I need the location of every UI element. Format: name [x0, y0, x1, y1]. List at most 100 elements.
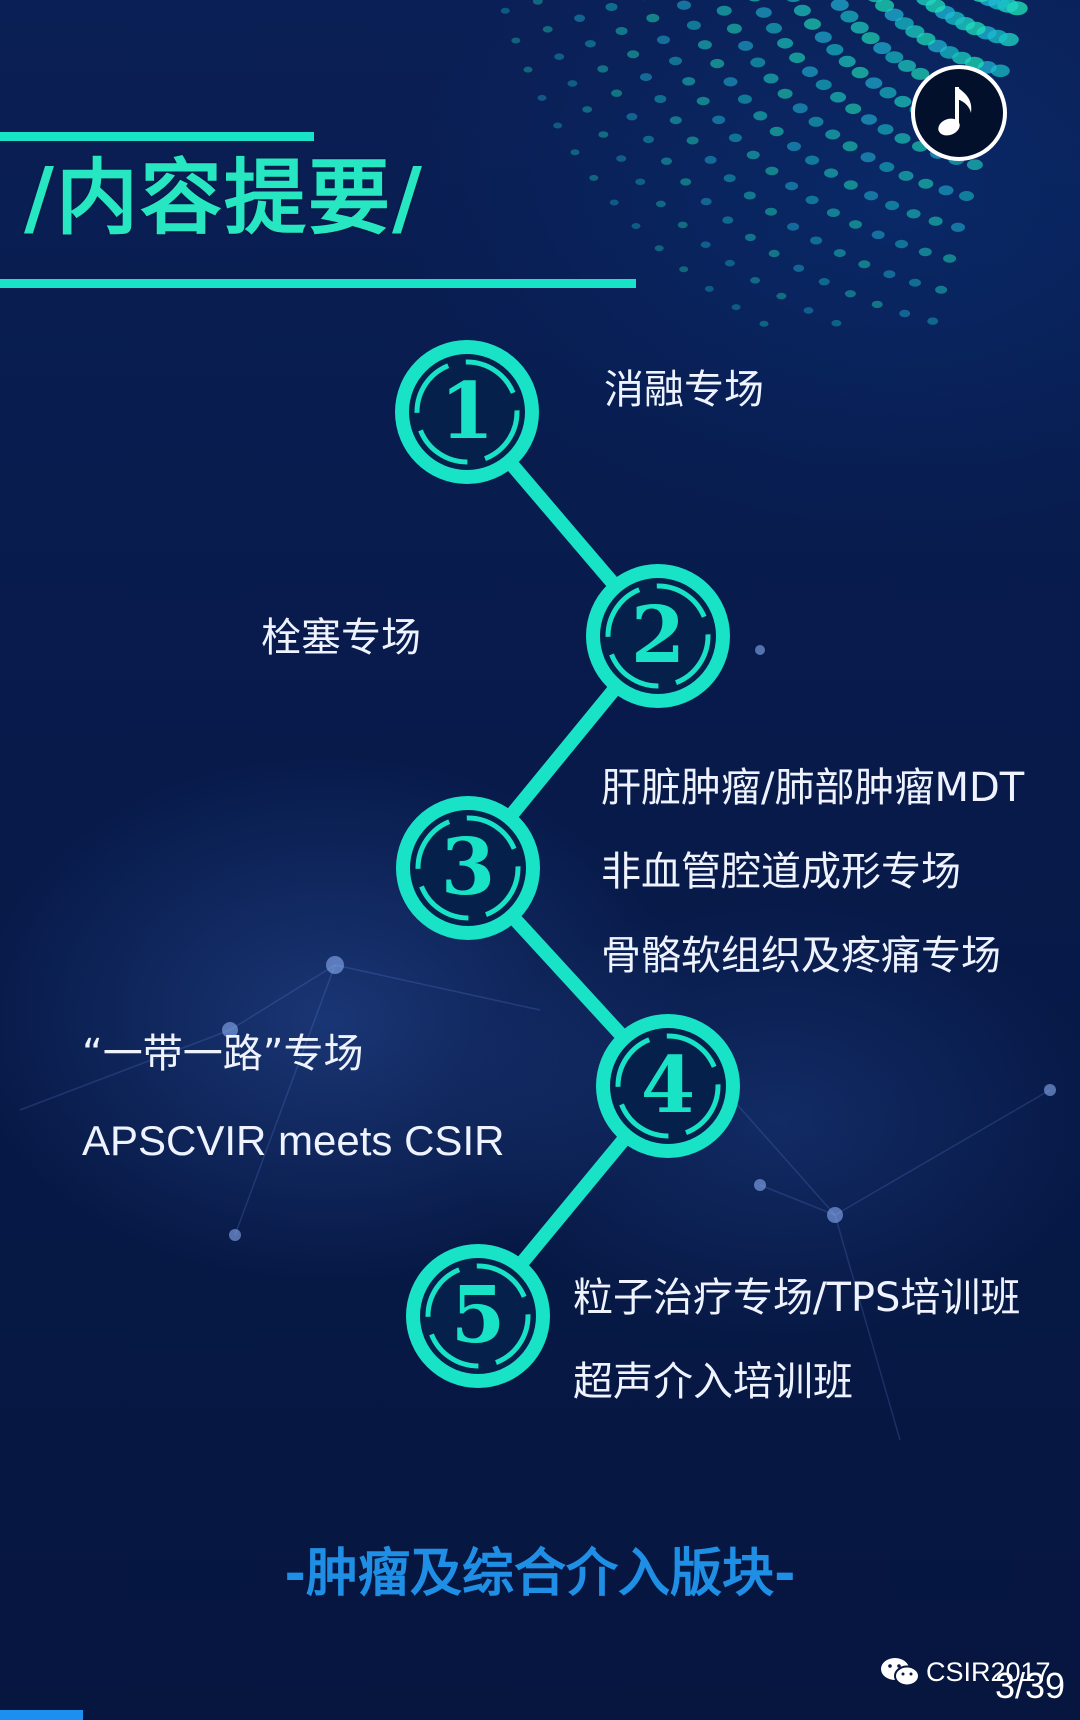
decoration-dot — [868, 0, 883, 3]
node-number-2: 2 — [631, 590, 685, 681]
account-name: CSIR2017 — [926, 1656, 1051, 1687]
decoration-dot — [532, 0, 543, 5]
music-toggle-button[interactable] — [911, 65, 1007, 161]
decoration-dot — [943, 254, 957, 263]
decoration-dot — [849, 220, 862, 229]
decoration-dot — [611, 89, 623, 97]
decoration-dot — [626, 113, 638, 121]
decoration-dot — [928, 216, 943, 226]
timeline-node-5: 5 — [398, 1236, 558, 1400]
decoration-dot — [724, 259, 735, 267]
decoration-dot — [825, 129, 841, 140]
decoration-dot — [567, 80, 578, 87]
decoration-dot — [750, 277, 761, 284]
decoration-dot — [830, 91, 847, 103]
item-3-line-1: 肝脏肿瘤/肺部肿瘤MDT — [601, 765, 1025, 811]
decoration-dot — [873, 42, 892, 55]
decoration-dot — [728, 133, 742, 143]
timeline-node-4: 4 — [588, 1006, 748, 1170]
decoration-dot — [894, 95, 912, 108]
decoration-dot — [864, 191, 879, 201]
decoration-dot — [704, 155, 717, 164]
decoration-dot — [871, 230, 885, 240]
decoration-dot — [768, 249, 780, 258]
decoration-dot — [542, 26, 553, 33]
decoration-dot — [750, 57, 766, 68]
decoration-dot — [523, 66, 533, 73]
decoration-dot — [669, 116, 682, 125]
decoration-dot — [959, 191, 974, 201]
decoration-dot — [605, 3, 618, 11]
decoration-dot — [537, 94, 547, 101]
decoration-dot — [826, 44, 844, 56]
decoration-dot — [726, 23, 742, 34]
decoration-dot — [894, 17, 914, 30]
decoration-dot — [865, 77, 883, 89]
decoration-dot — [657, 35, 670, 45]
decoration-dot — [818, 278, 830, 286]
decoration-dot — [646, 13, 660, 23]
decoration-dot — [640, 73, 652, 82]
decoration-dot — [627, 50, 640, 59]
decoration-dot — [609, 199, 619, 206]
decoration-dot — [776, 292, 787, 300]
item-1-line-1: 消融专场 — [604, 367, 764, 413]
decoration-dot — [789, 52, 806, 64]
decoration-dot — [669, 56, 682, 66]
decoration-dot — [951, 222, 965, 232]
decoration-dot — [643, 135, 654, 144]
decoration-dot — [843, 180, 858, 190]
decoration-dot — [654, 95, 667, 103]
wechat-icon — [881, 1658, 920, 1687]
decoration-dot — [787, 141, 801, 152]
decoration-dot — [885, 51, 904, 64]
decoration-dot — [898, 59, 916, 72]
decoration-dot — [871, 300, 883, 309]
music-note-icon — [938, 87, 972, 136]
node-number-1: 1 — [440, 366, 494, 457]
decoration-dot — [884, 8, 904, 22]
decoration-dot — [885, 200, 900, 211]
account-watermark: CSIR2017 — [880, 1655, 1051, 1689]
decoration-dot — [803, 307, 814, 314]
decoration-dot — [918, 247, 932, 257]
decoration-dot — [938, 185, 954, 196]
decoration-dot — [899, 309, 911, 318]
decoration-dot — [833, 249, 846, 258]
item-5-line-2: 超声介入培训班 — [573, 1359, 853, 1405]
decoration-dot — [722, 216, 734, 224]
decoration-dot — [850, 21, 869, 34]
decoration-dot — [875, 0, 895, 12]
page-title: /内容提要/ — [24, 151, 424, 246]
decoration-dot — [511, 37, 521, 44]
decoration-dot — [842, 141, 858, 152]
decoration-dot — [710, 58, 725, 69]
dot-wave-decoration — [500, 0, 1028, 327]
decoration-dot — [814, 31, 832, 43]
decoration-dot — [570, 149, 580, 156]
decoration-dot — [686, 20, 701, 30]
decoration-dot — [935, 285, 948, 294]
decoration-dot — [793, 4, 811, 17]
decoration-dot — [597, 65, 609, 73]
decoration-dot — [655, 200, 666, 208]
decoration-dot — [810, 236, 823, 245]
decoration-dot — [911, 67, 930, 80]
decoration-dot — [631, 223, 641, 229]
node-number-4: 4 — [641, 1040, 695, 1131]
decoration-dot — [845, 103, 862, 115]
decoration-dot — [894, 133, 911, 144]
decoration-dot — [826, 208, 840, 217]
decoration-dot — [737, 94, 752, 104]
section-label: -肿瘤及综合介入版块- — [284, 1544, 796, 1604]
decoration-dot — [582, 106, 593, 113]
decoration-dot — [785, 181, 799, 191]
decoration-dot — [830, 0, 849, 11]
decoration-dot — [654, 245, 664, 252]
decoration-dot — [755, 7, 772, 18]
decoration-dot — [861, 32, 880, 45]
decoration-dot — [906, 209, 921, 219]
decoration-dot — [777, 88, 793, 99]
title-rule-top — [0, 132, 314, 141]
